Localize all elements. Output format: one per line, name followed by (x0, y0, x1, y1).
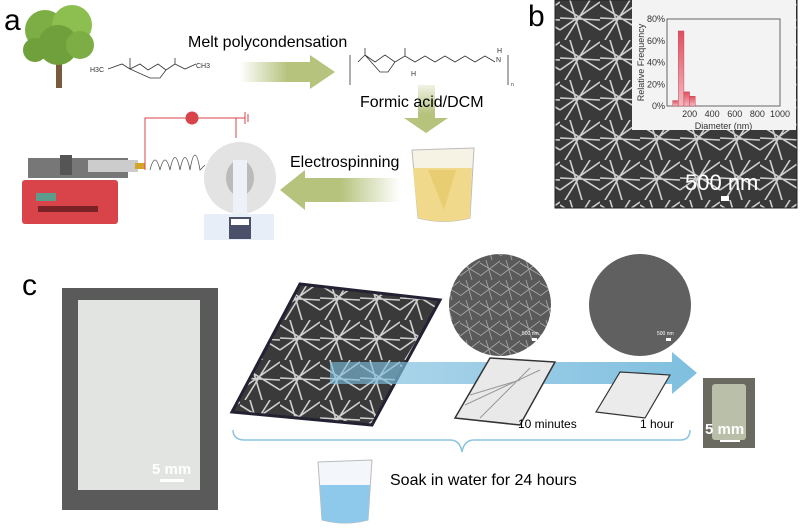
circuit-wire (144, 111, 249, 170)
time-1-hour: 1 hour (640, 417, 674, 431)
svg-text:CH3: CH3 (196, 63, 210, 70)
sem-circle-10min-scale: 500 nm (522, 331, 539, 337)
tree-icon (23, 5, 94, 88)
x-tick-label: 200 (682, 109, 697, 119)
y-tick-label: 60% (647, 36, 665, 46)
arrow-right-green (240, 55, 335, 89)
svg-text:n: n (511, 82, 514, 88)
syringe-pump-icon (22, 155, 145, 224)
histogram-inset (632, 0, 796, 130)
panel-a-label: a (4, 4, 21, 37)
final-scale-bar (720, 440, 740, 442)
svg-text:H3C: H3C (90, 67, 104, 74)
time-10-minutes: 10 minutes (518, 417, 577, 431)
histogram-bar (672, 100, 679, 107)
sem-scale-bar (721, 196, 729, 201)
beaker-solution-icon (411, 147, 475, 222)
panel-b-label: b (528, 0, 545, 33)
formic-acid-dcm-label: Formic acid/DCM (360, 94, 484, 111)
fiber-mat-3d (229, 282, 443, 427)
hydrogel-film (712, 384, 746, 440)
y-tick-label: 40% (647, 58, 665, 68)
polymer-structure: H N H n (349, 48, 514, 88)
soak-caption: Soak in water for 24 hours (390, 472, 577, 489)
brace (232, 429, 691, 453)
x-tick-label: 800 (750, 109, 765, 119)
nanofiber-mat (78, 300, 200, 490)
sem-circle-10min (449, 254, 551, 356)
polymer-jet (149, 154, 206, 171)
scale-bar (666, 338, 671, 341)
histogram-bar (683, 91, 690, 107)
mat-1h (595, 371, 672, 419)
x-tick-label: 600 (727, 109, 742, 119)
photo-scale-label: 5 mm (152, 461, 191, 478)
electrospinning-label: Electrospinning (290, 154, 399, 171)
rotating-collector (204, 142, 276, 240)
sem-circle-1h-scale: 500 nm (657, 331, 674, 337)
x-tick-label: 400 (705, 109, 720, 119)
y-tick-label: 20% (647, 79, 665, 89)
svg-text:H: H (411, 71, 416, 78)
water-beaker-icon (317, 459, 373, 524)
panel-c-label: c (22, 269, 37, 302)
fiber-traces (464, 367, 541, 419)
arrow-left-green (280, 170, 400, 210)
scale-bar (532, 338, 537, 341)
y-axis-label: Relative Frequency (636, 23, 646, 101)
arrow-down-green (404, 85, 448, 133)
svg-text:N: N (496, 57, 501, 64)
svg-text:H: H (497, 48, 502, 55)
y-tick-label: 80% (647, 14, 665, 24)
photo-scale-bar (160, 479, 184, 482)
x-tick-label: 1000 (770, 109, 790, 119)
plot-frame (666, 18, 781, 107)
x-axis-label: Diameter (nm) (695, 121, 753, 131)
monomer-structure: H3C CH3 (90, 58, 210, 79)
final-scale-label: 5 mm (705, 421, 744, 438)
y-tick-label: 0% (652, 101, 665, 111)
sem-scale-label: 500 nm (685, 170, 758, 195)
sem-circle-1h (589, 254, 691, 356)
histogram-bar (678, 30, 685, 107)
melt-polycondensation-label: Melt polycondensation (188, 34, 347, 51)
histogram-bar (689, 96, 696, 107)
